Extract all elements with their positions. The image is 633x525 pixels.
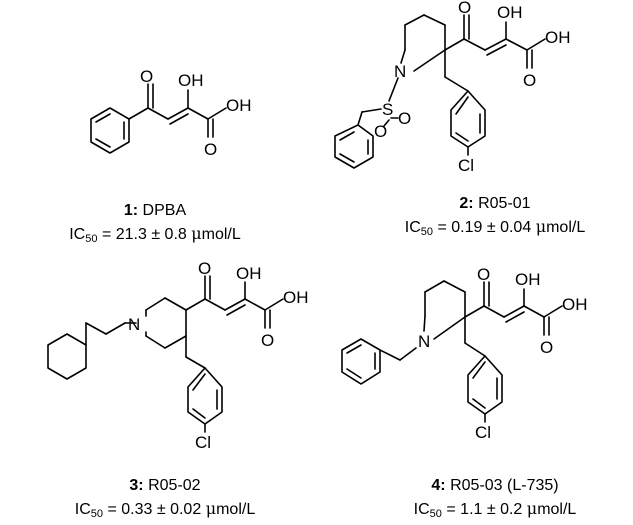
compound-number: 2:	[459, 195, 474, 212]
ic-subscript: 50	[429, 508, 442, 520]
atom-label: N	[418, 332, 430, 351]
atom-label: OH	[545, 28, 571, 47]
compound-2-ic50: IC50 = 0.19 ± 0.04 μmol/L	[370, 217, 620, 238]
mu-symbol: μ	[205, 499, 217, 518]
compound-1-atoms: O OH OH O	[140, 67, 252, 159]
atom-label: O	[540, 338, 553, 357]
compound-1-bonds	[90, 83, 227, 154]
atom-label: OH	[497, 3, 523, 22]
atom-label: N	[128, 315, 140, 334]
ic-prefix: IC	[413, 501, 430, 518]
atom-label: O	[398, 109, 411, 128]
compound-2-atoms: O OH OH O N S O O Cl	[374, 0, 571, 175]
compound-4-structure: O OH OH O N Cl	[341, 265, 588, 442]
atom-label: OH	[226, 96, 252, 115]
ic-value: = 0.33 ± 0.02	[107, 501, 202, 518]
atom-label: O	[523, 71, 536, 90]
mu-symbol: μ	[191, 224, 202, 243]
ic-prefix: IC	[69, 226, 86, 243]
ic-value: = 0.19 ± 0.04	[437, 219, 532, 236]
atom-label: O	[458, 0, 471, 17]
atom-label: OH	[236, 264, 262, 283]
compound-3-structure: O OH OH O N Cl	[47, 259, 309, 452]
atom-label: S	[382, 100, 393, 119]
compound-1-structure: O OH OH O	[90, 67, 252, 159]
compound-2-title: 2: R05-01	[370, 195, 620, 213]
compound-3-atoms: O OH OH O N Cl	[128, 259, 309, 452]
compound-number: 3:	[129, 477, 144, 494]
compound-2-bonds	[334, 14, 546, 169]
compound-name: DPBA	[142, 202, 187, 219]
compound-4-bonds	[341, 280, 563, 423]
ic-prefix: IC	[74, 501, 91, 518]
compound-3-caption: 3: R05-02 IC50 = 0.33 ± 0.02 μmol/L	[40, 477, 290, 520]
atom-label: OH	[515, 270, 541, 289]
ic-unit: mol/L	[537, 501, 577, 518]
compound-1-ic50: IC50 = 21.3 ± 0.8 μmol/L	[30, 224, 280, 245]
compound-1-caption: 1: DPBA IC50 = 21.3 ± 0.8 μmol/L	[30, 202, 280, 245]
mu-symbol: μ	[526, 499, 538, 518]
ic-unit: mol/L	[201, 226, 241, 243]
atom-label: O	[198, 259, 211, 278]
compound-name: R05-02	[148, 477, 201, 494]
compound-name: R05-03 (L-735)	[450, 477, 559, 494]
ic-subscript: 50	[85, 233, 98, 245]
compound-4-title: 4: R05-03 (L-735)	[370, 477, 620, 495]
compound-3-title: 3: R05-02	[40, 477, 290, 495]
atom-label: Cl	[195, 433, 211, 452]
ic-value: = 21.3 ± 0.8	[101, 226, 187, 243]
ic-unit: mol/L	[216, 501, 256, 518]
compound-2-structure: O OH OH O N S O O Cl	[334, 0, 571, 175]
ic-unit: mol/L	[546, 219, 586, 236]
atom-label: OH	[562, 295, 588, 314]
atom-label: O	[477, 265, 490, 284]
atom-label: O	[261, 331, 274, 350]
compound-3-ic50: IC50 = 0.33 ± 0.02 μmol/L	[40, 499, 290, 520]
atom-label: N	[394, 62, 406, 81]
compound-name: R05-01	[478, 195, 531, 212]
atom-label: OH	[283, 288, 309, 307]
ic-subscript: 50	[420, 226, 434, 238]
compound-4-atoms: O OH OH O N Cl	[418, 265, 588, 442]
atom-label: Cl	[458, 156, 474, 175]
compound-1-title: 1: DPBA	[30, 202, 280, 220]
mu-symbol: μ	[535, 217, 547, 236]
compound-4-caption: 4: R05-03 (L-735) IC50 = 1.1 ± 0.2 μmol/…	[370, 477, 620, 520]
ic-subscript: 50	[90, 508, 104, 520]
atom-label: O	[204, 140, 217, 159]
compound-2-caption: 2: R05-01 IC50 = 0.19 ± 0.04 μmol/L	[370, 195, 620, 238]
compound-number: 4:	[431, 477, 446, 494]
compound-4-ic50: IC50 = 1.1 ± 0.2 μmol/L	[370, 499, 620, 520]
atom-label: O	[140, 67, 153, 86]
ic-prefix: IC	[404, 219, 421, 236]
atom-label: OH	[178, 71, 204, 90]
compound-3-bonds	[47, 275, 284, 433]
atom-label: Cl	[475, 423, 491, 442]
ic-value: = 1.1 ± 0.2	[446, 501, 523, 518]
compound-number: 1:	[123, 202, 139, 219]
atom-label: O	[374, 122, 387, 141]
